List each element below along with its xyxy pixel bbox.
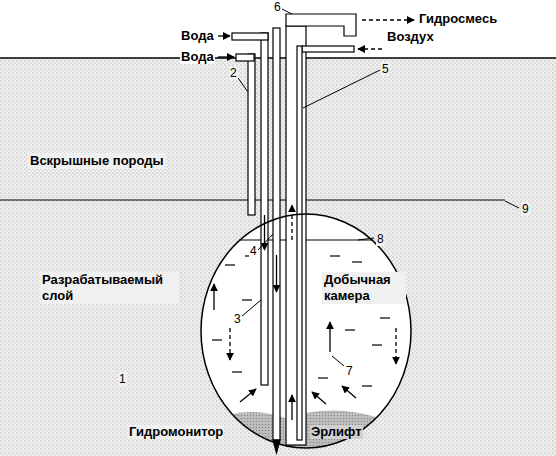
mining-chamber: Добычная камера [200,213,412,449]
water-inlet-lower [236,54,254,61]
outflow-label: Гидросмесь [418,12,498,26]
water-inlet-upper [232,33,268,40]
callout-number: 6 [273,0,282,14]
callout-number: 1 [118,372,127,386]
pipes [232,14,356,453]
flow-arrows [214,20,414,420]
part-label: Гидромонитор [128,425,224,439]
air-inlet [302,46,354,52]
sludge [195,410,420,456]
leader-lines [238,9,519,366]
monitor-pipe [273,28,280,440]
overburden-band: Вскрышные породы [0,58,556,200]
callout-number: 9 [521,202,530,216]
callout-number: 4 [249,244,258,258]
part-label: Эрлифт [310,425,363,439]
casing-pipe [248,54,255,215]
slurry-outlet [286,14,356,36]
air-pipe [297,46,302,440]
callout-number: 7 [345,364,354,378]
chamber-outline [200,213,412,449]
airlift-pipe [286,26,306,445]
region-label: Вскрышные породы [28,153,166,169]
callout-number: 2 [229,66,238,80]
region-label: Разрабатываемый слой [40,272,179,304]
water-pipe [261,33,268,385]
inflow-label: Вода [180,50,215,64]
inflow-label: Воздух [386,30,435,44]
callout-number: 3 [233,312,242,326]
region-label: Добычная камера [322,272,406,304]
mined-layer-band: Разрабатываемый слой Добычная камера [0,200,556,456]
inflow-label: Вода [180,29,215,43]
callout-number: 5 [381,62,390,76]
callout-number: 8 [376,232,385,246]
